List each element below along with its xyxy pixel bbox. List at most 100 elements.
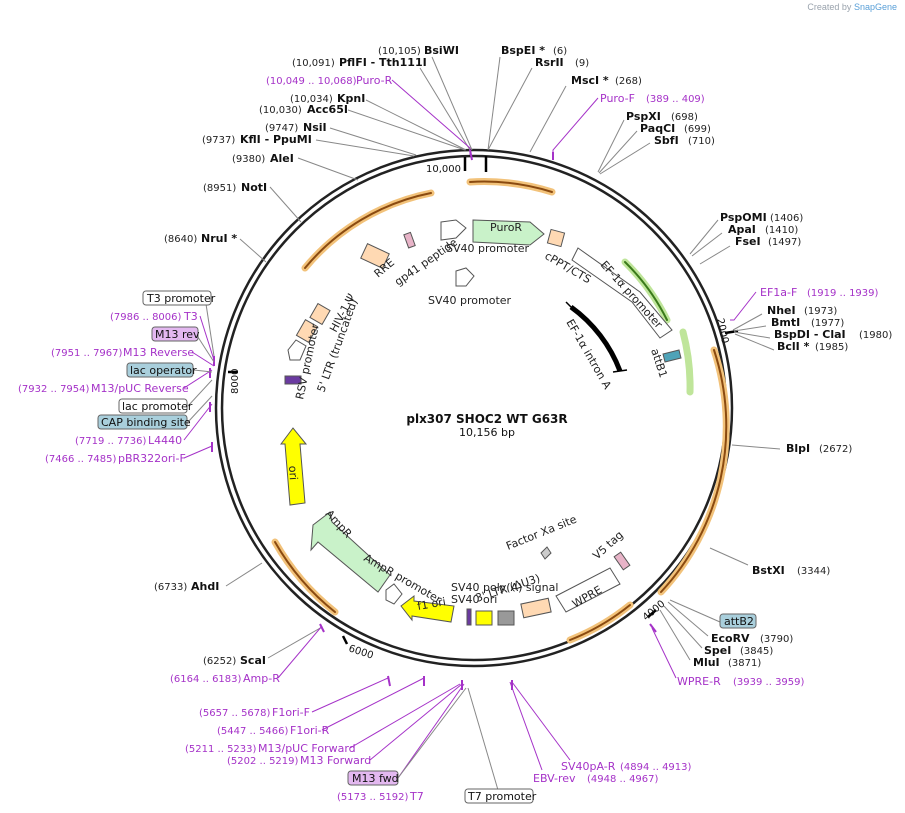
ltr5-box (295, 319, 319, 343)
box-m13-rev (151, 326, 199, 342)
leader-t3-promoter (205, 303, 215, 357)
leader-lac-promoter (187, 379, 213, 407)
tick-6000: 6000 (347, 643, 375, 661)
primer-m13-reverse-range: (7951 .. 7967) (51, 348, 123, 359)
orf-arc-bottom-left-core (274, 541, 336, 613)
site-kpni-pos: (10,034) (290, 94, 333, 105)
leader-noti (269, 186, 302, 223)
primer-m13-reverse: M13 Reverse (123, 346, 194, 359)
label-sv40-ori: SV40 ori (451, 593, 497, 606)
leader-rsrii (487, 67, 533, 151)
leader-f1ori-f (311, 677, 389, 713)
box-attb2 (719, 613, 757, 629)
box-cap-site (97, 414, 188, 430)
leader-sbfi (599, 142, 651, 175)
primer-tick-wpre (649, 623, 657, 633)
site-pspxi-pos: (698) (671, 112, 698, 123)
label-sv40-promoter-2: SV40 promoter (428, 294, 512, 307)
ef1a-promoter-arrow (571, 247, 673, 339)
site-alei-pos: (9380) (232, 154, 265, 165)
leader-m13-puc-reverse (183, 369, 213, 389)
site-nrui-pos: (8640) (164, 234, 197, 245)
m13-fwd-label: M13 fwd (352, 772, 399, 785)
leader-bstxi (709, 547, 749, 566)
site-nsii: NsiI (303, 121, 327, 134)
primer-amp-r: Amp-R (243, 672, 280, 685)
site-bsiwi-pos: (10,105) (378, 46, 421, 57)
primer-labels: Puro-R (10,049 .. 10,068) Puro-F (389 ..… (18, 74, 879, 803)
primer-sv40pa-r: SV40pA-R (561, 760, 616, 773)
puror-arrow (472, 219, 545, 246)
box-t7-promoter (464, 788, 534, 804)
label-sv40-promoter-1: SV40 promoter (446, 242, 530, 255)
primer-l4440-range: (7719 .. 7736) (75, 436, 147, 447)
primer-wpre-r-range: (3939 .. 3959) (733, 677, 805, 688)
orf-arc-right (657, 346, 730, 596)
box-lac-promoter (118, 398, 188, 414)
site-bmti: BmtI (771, 316, 800, 329)
primer-f1ori-f: F1ori-F (272, 706, 310, 719)
site-alei: AleI (270, 152, 294, 165)
leader-t7-promoter (467, 687, 499, 791)
box-t3-promoter (142, 290, 212, 306)
ef1a-intron-end-tick (612, 369, 628, 373)
rsv-promoter-arrow (287, 339, 307, 361)
site-acc65i: Acc65I (307, 103, 348, 116)
ori-arrow (280, 427, 308, 506)
sv40-polya-box (497, 610, 515, 626)
lac-promoter-label: lac promoter (122, 400, 193, 413)
leader-kpni (365, 99, 467, 151)
box-m13-fwd (347, 770, 399, 786)
site-apai: ApaI (728, 223, 756, 236)
snapgene-credit: Created by SnapGene (807, 2, 897, 12)
cap-site-label: CAP binding site (101, 416, 191, 429)
rre-box (360, 243, 390, 269)
site-nhei: NheI (767, 304, 796, 317)
ampr-arrow (310, 511, 391, 593)
leader-apai (691, 232, 723, 257)
leader-pbr322 (183, 445, 213, 459)
primer-tick-puro-r (469, 149, 473, 161)
label-attb1: attB1 (648, 347, 670, 379)
plasmid-name: plx307 SHOC2 WT G63R (406, 412, 567, 426)
primer-f1ori-r: F1ori-R (290, 724, 330, 737)
site-noti-pos: (8951) (203, 183, 236, 194)
leader-wpre-r (651, 627, 677, 679)
site-ecorv-pos: (3790) (760, 634, 793, 645)
leader-alei (297, 157, 359, 181)
leader-spei (663, 605, 703, 649)
site-pspxi: PspXI (626, 110, 661, 123)
site-bspdi-pos: (1980) (859, 330, 892, 341)
primer-t7-range: (5173 .. 5192) (337, 792, 409, 803)
factor-xa-marker (540, 546, 552, 560)
site-fsei-pos: (1497) (768, 237, 801, 248)
primer-puro-f: Puro-F (600, 92, 635, 105)
snapgene-logo: SnapGene (853, 2, 897, 12)
cppt-box (546, 228, 566, 248)
backbone-outer (214, 148, 734, 668)
label-factor-xa: Factor Xa site (504, 513, 578, 553)
site-bmti-pos: (1977) (811, 318, 844, 329)
site-pflfi: PflFI - Tth111I (339, 56, 427, 69)
sv40-ori-box (475, 610, 493, 626)
site-apai-pos: (1410) (765, 225, 798, 236)
leader-t7 (397, 683, 465, 779)
orf-arc-bottom-right-core (569, 604, 631, 641)
site-mlui-pos: (3871) (728, 658, 761, 669)
site-ecorv: EcoRV (711, 632, 750, 645)
primer-m13-puc-forward: M13/pUC Forward (258, 742, 356, 755)
leader-m13-forward (369, 683, 463, 761)
primer-wpre-r: WPRE-R (677, 675, 721, 688)
leader-ecorv (667, 601, 709, 637)
site-msci-pos: (268) (615, 76, 642, 87)
site-bcli: BclI * (777, 340, 810, 353)
primer-ef1a-f: EF1a-F (760, 286, 797, 299)
ef1a-intron-start-tick (565, 301, 577, 313)
site-blpi: BlpI (786, 442, 810, 455)
leader-bspdi (733, 331, 771, 339)
attb2-label: attB2 (724, 615, 754, 628)
attb1-marker (662, 349, 682, 363)
label-sv40-polya: SV40 poly(A) signal (451, 581, 558, 594)
tick-mark-2000 (724, 329, 739, 335)
site-bspdi: BspDI - ClaI (774, 328, 846, 341)
